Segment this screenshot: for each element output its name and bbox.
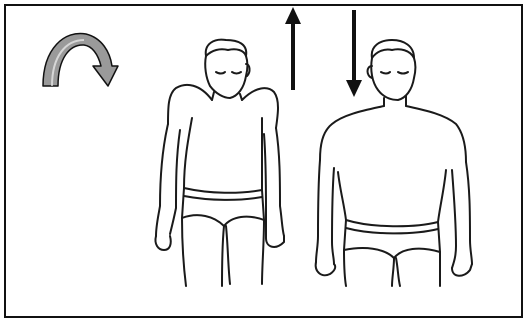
- figure-right-hair: [372, 40, 414, 58]
- rotation-arrow-icon: [43, 33, 118, 86]
- frame-border: [5, 5, 522, 317]
- figure-left-shorts: [182, 188, 264, 226]
- figure-right-shoulders: [320, 106, 384, 160]
- figure-left: [155, 40, 284, 286]
- figure-right-shorts: [344, 220, 440, 258]
- figure-left-head: [205, 56, 247, 98]
- figure-left-hair: [206, 40, 247, 56]
- up-arrow-icon: [285, 7, 301, 90]
- down-arrow-icon: [346, 10, 362, 97]
- figure-right-head: [371, 58, 415, 100]
- figure-left-shoulders: [168, 85, 212, 124]
- figure-right: [316, 40, 472, 286]
